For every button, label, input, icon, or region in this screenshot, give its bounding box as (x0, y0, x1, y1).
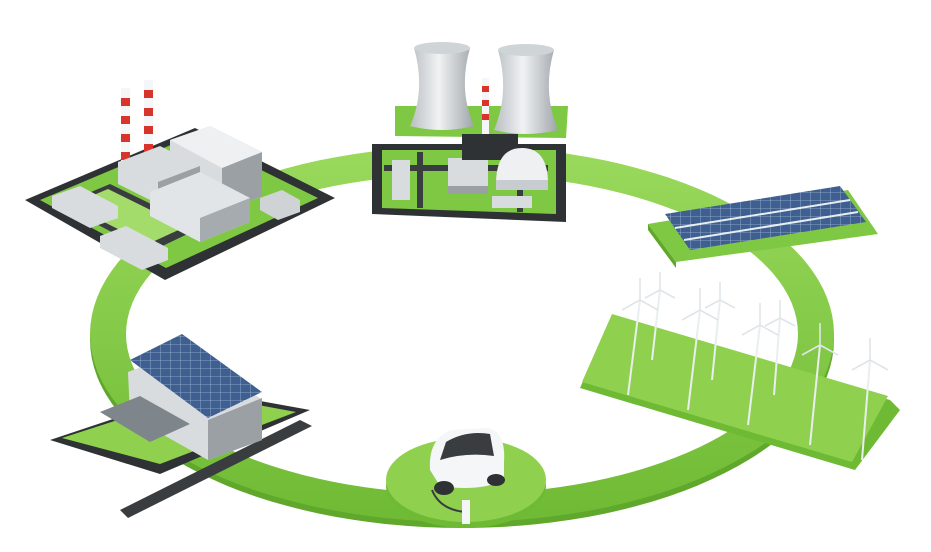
electric-car-icon (386, 428, 546, 528)
solar-house-icon (50, 334, 312, 518)
cooling-tower-left (410, 44, 474, 130)
reactor-dome (496, 148, 548, 184)
wind-farm-icon (580, 272, 900, 470)
cooling-tower-right (494, 46, 558, 134)
chimney-pair (121, 80, 153, 168)
factory-icon (25, 80, 335, 280)
solar-roof (130, 334, 262, 418)
nuclear-plant-icon (372, 42, 568, 222)
solar-farm-icon (648, 186, 878, 268)
